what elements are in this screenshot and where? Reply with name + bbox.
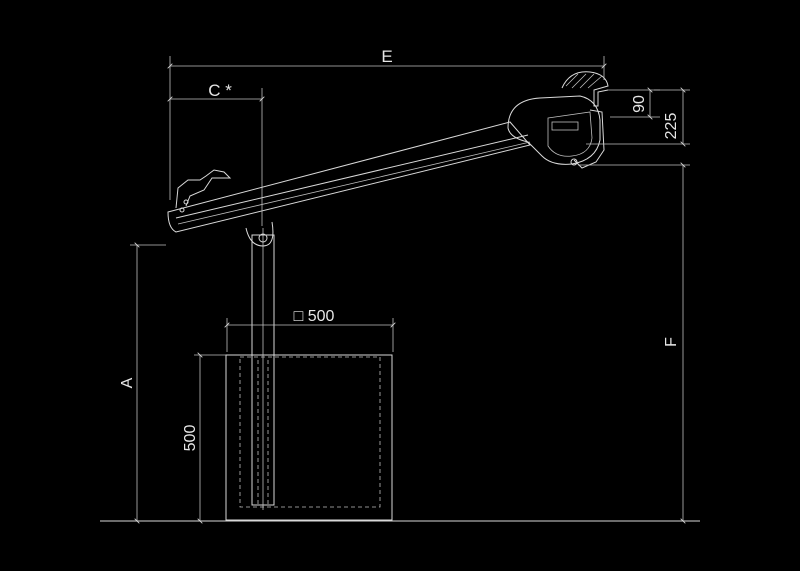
arm <box>167 95 605 233</box>
label-e: E <box>381 47 392 66</box>
dimension-depth-500: 500 <box>182 355 226 521</box>
wall-mount <box>561 71 609 107</box>
dimension-90: 90 <box>608 90 660 117</box>
label-90: 90 <box>631 95 648 113</box>
dimension-225: 225 <box>586 90 690 144</box>
label-square-500: □ 500 <box>294 308 335 325</box>
label-f: F <box>663 337 680 347</box>
dimension-a: A <box>119 245 166 521</box>
label-225: 225 <box>663 113 680 140</box>
dimension-square-500: □ 500 <box>227 308 393 352</box>
dimension-e: E <box>170 47 604 200</box>
label-c: C * <box>208 81 232 100</box>
dimension-f: F <box>578 165 690 521</box>
label-a: A <box>119 377 136 388</box>
label-depth-500: 500 <box>182 425 199 452</box>
foundation <box>225 354 393 521</box>
support-post <box>245 221 275 510</box>
dimension-c: C * <box>170 81 262 226</box>
